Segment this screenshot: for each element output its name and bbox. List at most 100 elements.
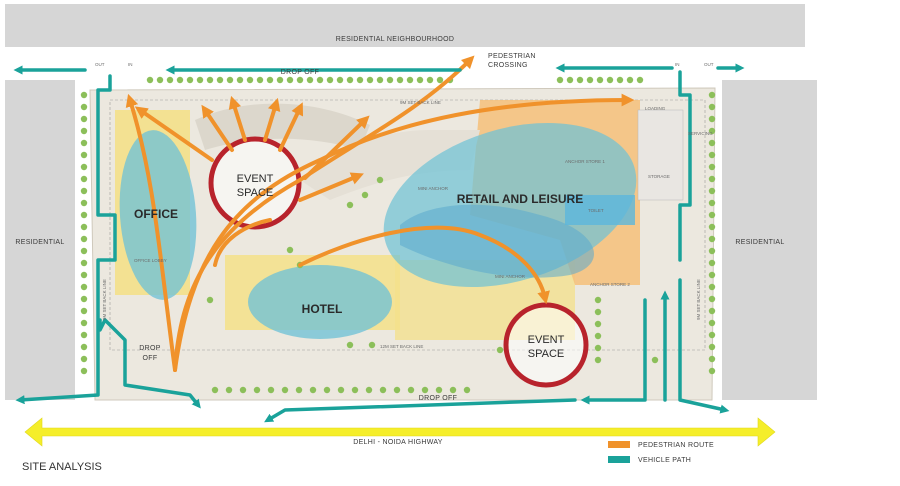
hotel-label: HOTEL [302, 302, 343, 316]
tree-icon [206, 76, 214, 84]
tree-icon [346, 201, 354, 209]
tree-icon [80, 115, 88, 123]
tree-icon [368, 341, 376, 349]
tree-icon [708, 355, 716, 363]
tree-icon [80, 91, 88, 99]
residential-neighbourhood-block [5, 4, 805, 47]
tree-icon [594, 296, 602, 304]
tree-icon [421, 386, 429, 394]
tree-icon [416, 76, 424, 84]
tree-icon [225, 386, 233, 394]
event-arrow-ne [278, 102, 304, 152]
tree-icon [239, 386, 247, 394]
tree-icon [80, 163, 88, 171]
tree-icon [407, 386, 415, 394]
event-space-1-label-1: EVENT [237, 173, 274, 185]
tree-icon [708, 199, 716, 207]
delhi-noida-highway [24, 417, 776, 447]
tree-icon [708, 127, 716, 135]
tree-icon [708, 115, 716, 123]
residential-neighbourhood-label: RESIDENTIAL NEIGHBOURHOOD [336, 36, 454, 43]
tree-icon [594, 308, 602, 316]
toilet-block [565, 195, 635, 225]
mini-anchor-2-label: MINI ANCHOR [495, 274, 526, 279]
tree-icon [326, 76, 334, 84]
pedestrian-route-office [125, 93, 177, 372]
tree-icon [246, 76, 254, 84]
office-zone [119, 130, 197, 300]
event-space-1-label-2: SPACE [237, 187, 273, 199]
pedestrian-route-retail [298, 225, 550, 305]
tree-icon [80, 307, 88, 315]
office-label: OFFICE [134, 207, 178, 221]
tree-icon [356, 76, 364, 84]
tree-icon [80, 295, 88, 303]
tree-icon [393, 386, 401, 394]
tree-icon [80, 331, 88, 339]
servicing-label: SERVICING [688, 131, 713, 136]
tree-icon [281, 386, 289, 394]
tree-icon [80, 247, 88, 255]
tree-icon [80, 187, 88, 195]
mini-anchor-1-label: MINI ANCHOR [418, 186, 449, 191]
tree-icon [379, 386, 387, 394]
drop-off-left-label-1: DROP [139, 345, 160, 352]
tree-icon [295, 386, 303, 394]
tree-icon [206, 296, 214, 304]
tree-icon [636, 76, 644, 84]
tree-icon [463, 386, 471, 394]
pedestrian-route-e [298, 172, 364, 202]
tree-icon [196, 76, 204, 84]
vehicle-right-lane [678, 70, 692, 262]
event-arrow-w [134, 106, 214, 162]
tree-icon [337, 386, 345, 394]
event-arrow-nw [201, 104, 234, 152]
tree-icon [266, 76, 274, 84]
tree-icon [708, 331, 716, 339]
tree-icon [80, 151, 88, 159]
drop-off-left-label-2: OFF [143, 355, 158, 362]
hotel-zone [248, 265, 392, 339]
tree-icon [323, 386, 331, 394]
tree-icon [351, 386, 359, 394]
storage-label: STORAGE [648, 174, 670, 179]
tree-icon [708, 175, 716, 183]
vehicle-loop-left [15, 74, 117, 405]
tree-icon [216, 76, 224, 84]
tree-icon [708, 307, 716, 315]
legend-label-pedestrian: PEDESTRIAN ROUTE [638, 442, 714, 449]
tree-icon [406, 76, 414, 84]
tree-icon [708, 211, 716, 219]
vehicle-paths [13, 63, 745, 423]
legend-label-vehicle: VEHICLE PATH [638, 457, 691, 464]
tree-icon [346, 76, 354, 84]
pedestrian-route-ne [303, 115, 370, 180]
tree-icon [708, 295, 716, 303]
tree-icon [435, 386, 443, 394]
tree-icon [80, 259, 88, 267]
event-space-2 [503, 302, 589, 388]
tree-icon [594, 332, 602, 340]
tree-icon [80, 367, 88, 375]
pedestrian-crossing-label-1: PEDESTRIAN [488, 53, 536, 60]
legend-swatch-vehicle [608, 456, 630, 463]
pedestrian-route-crossing [173, 55, 475, 372]
tree-icon [176, 76, 184, 84]
tree-icon [211, 386, 219, 394]
tree-icon [426, 76, 434, 84]
tree-icon [376, 176, 384, 184]
tree-icon [606, 76, 614, 84]
tree-icon [449, 386, 457, 394]
tree-icon [365, 386, 373, 394]
tree-icon [708, 367, 716, 375]
tree-icon [306, 76, 314, 84]
tree-icon [286, 246, 294, 254]
tree-icon [576, 76, 584, 84]
tree-icon [276, 76, 284, 84]
tree-icon [336, 76, 344, 84]
tree-icon [708, 163, 716, 171]
tree-icon [708, 103, 716, 111]
tree-icon [594, 344, 602, 352]
residential-left-label: RESIDENTIAL [15, 239, 64, 246]
